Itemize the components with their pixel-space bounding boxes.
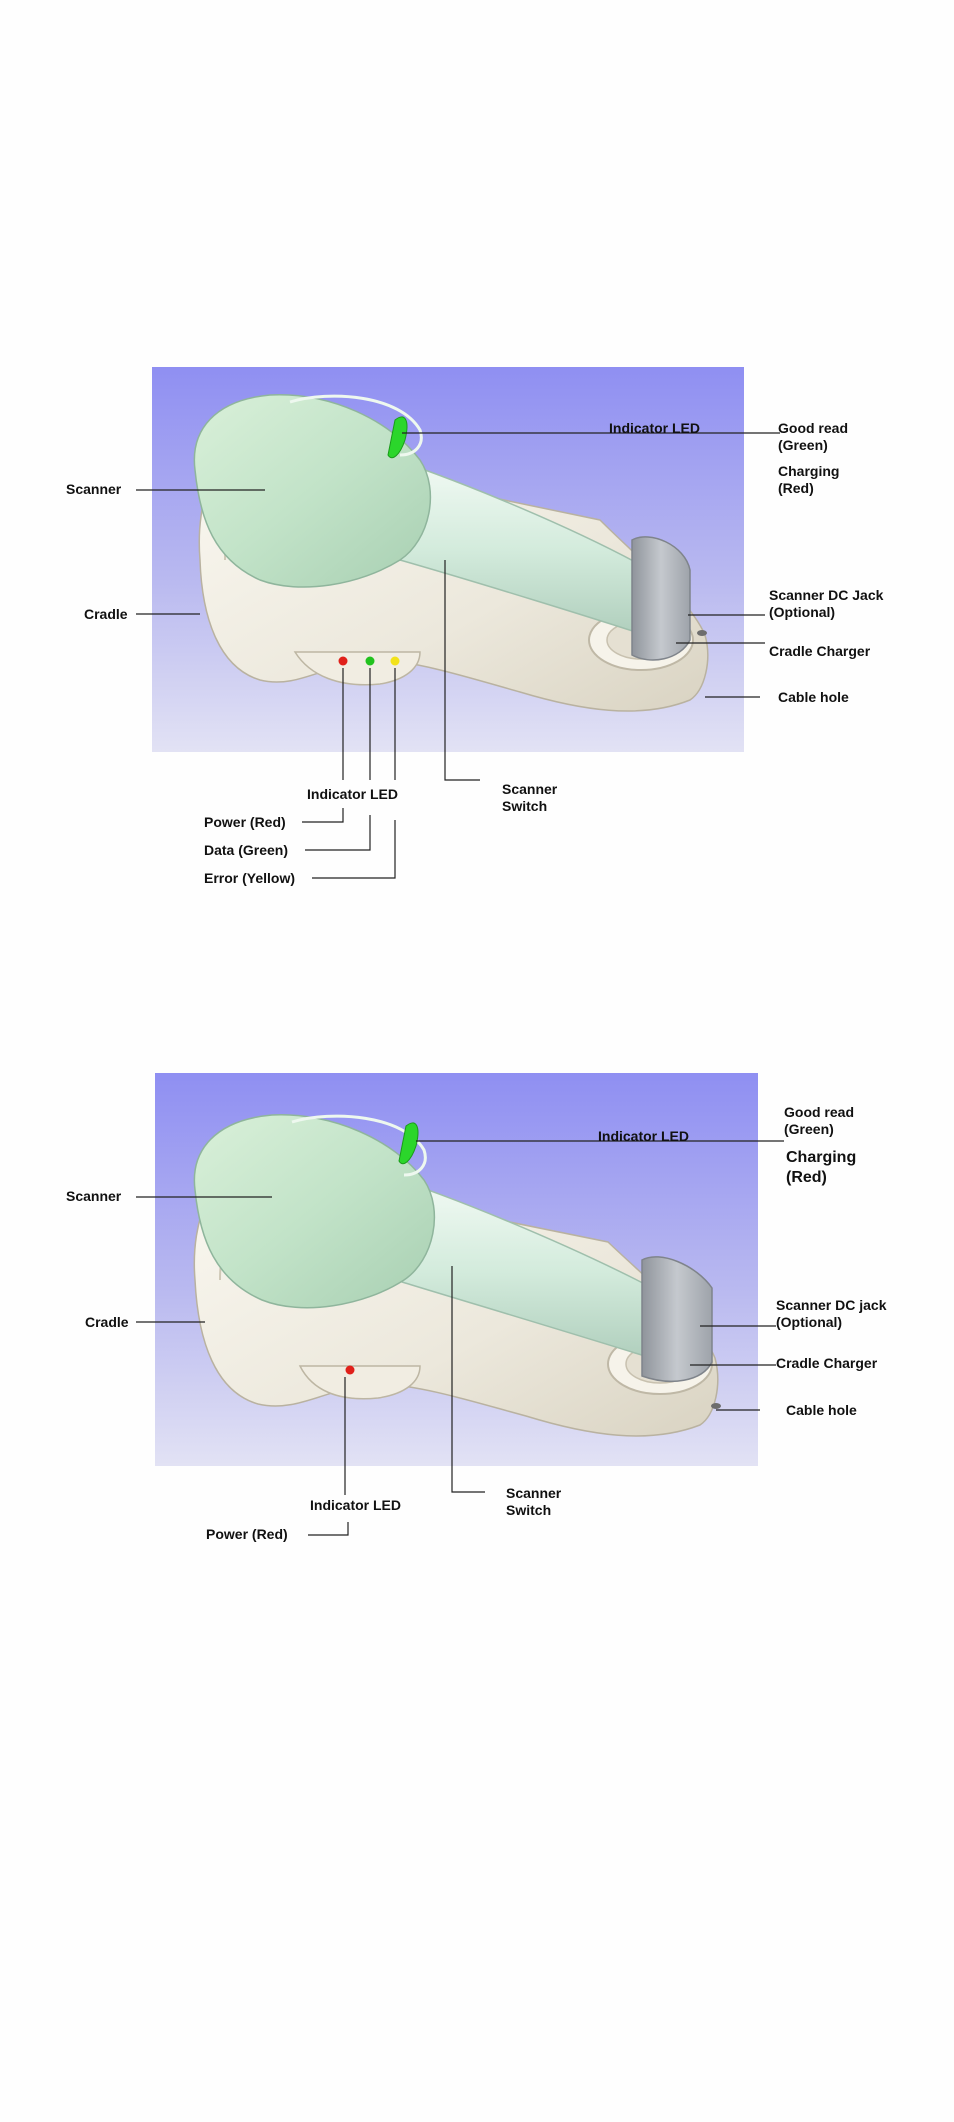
indicator-led-scanner-label: Indicator LED xyxy=(609,420,701,436)
diagram-2: Good read (Green) Indicator LED Charging… xyxy=(0,1060,954,1660)
cable-hole xyxy=(711,1403,721,1409)
good-read-label: Good read (Green) xyxy=(778,420,849,453)
scanner-end-cap xyxy=(631,536,691,661)
indicator-led-cradle-label: Indicator LED xyxy=(307,786,399,802)
cradle-label: Cradle xyxy=(85,1314,129,1330)
cable-hole-label: Cable hole xyxy=(786,1402,857,1418)
good-read-label: Good read (Green) xyxy=(784,1104,855,1137)
power-led-label: Power (Red) xyxy=(204,814,286,830)
diagram-2-graphic xyxy=(136,1073,784,1536)
scanner-end-cap xyxy=(641,1256,713,1382)
charging-label: Charging (Red) xyxy=(786,1149,857,1186)
scanner-indicator-led xyxy=(398,1122,419,1165)
scanner-label: Scanner xyxy=(66,1188,122,1204)
cradle-label: Cradle xyxy=(84,606,128,622)
power-led xyxy=(345,1365,355,1375)
diagram-1: Indicator LED Good read (Green) Charging… xyxy=(0,0,954,1060)
cable-hole-label: Cable hole xyxy=(778,689,849,705)
leader-lines xyxy=(136,432,780,879)
scanner-illustration xyxy=(193,394,707,661)
power-led-label: Power (Red) xyxy=(206,1526,288,1542)
cable-hole xyxy=(697,630,707,636)
cradle-led-panel xyxy=(298,1365,421,1400)
scanner-illustration xyxy=(193,1114,721,1409)
error-led-label: Error (Yellow) xyxy=(204,870,296,886)
scanner-switch-label: Scanner Switch xyxy=(506,1485,562,1518)
scanner-dc-jack-label: Scanner DC jack (Optional) xyxy=(776,1297,887,1330)
charging-label: Charging (Red) xyxy=(778,463,840,496)
data-led-label: Data (Green) xyxy=(204,842,289,858)
indicator-led-cradle-label: Indicator LED xyxy=(310,1497,402,1513)
diagram-1-graphic xyxy=(136,367,780,879)
power-led xyxy=(338,656,348,666)
indicator-led-scanner-label: Indicator LED xyxy=(598,1128,690,1144)
cradle-led-panel xyxy=(293,651,421,686)
scanner-switch-label: Scanner Switch xyxy=(502,781,558,814)
scanner-indicator-led xyxy=(387,416,408,459)
scanner-dc-jack-label: Scanner DC Jack (Optional) xyxy=(769,587,884,620)
error-led xyxy=(390,656,400,666)
cradle-charger-label: Cradle Charger xyxy=(769,643,871,659)
scanner-label: Scanner xyxy=(66,481,122,497)
cradle-charger-label: Cradle Charger xyxy=(776,1355,878,1371)
data-led xyxy=(365,656,375,666)
leader-lines xyxy=(136,1140,784,1536)
